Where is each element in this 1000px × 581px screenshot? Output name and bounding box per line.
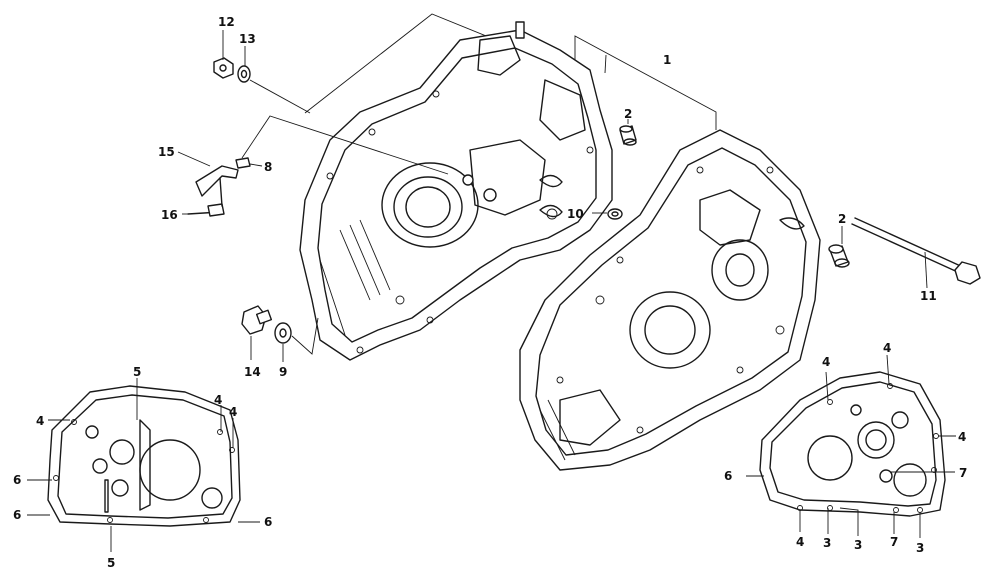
bolt-8 <box>235 115 449 175</box>
callout-4e: 4 <box>883 341 891 355</box>
washer-13 <box>237 46 311 114</box>
o-ring <box>607 208 623 220</box>
callout-9: 9 <box>279 365 287 379</box>
callout-14: 14 <box>244 365 261 379</box>
callout-4a: 4 <box>36 414 44 428</box>
dowel-pin-upper <box>619 125 637 146</box>
callout-8: 8 <box>264 160 272 174</box>
callout-6a: 6 <box>13 473 21 487</box>
callout-3a: 3 <box>823 536 831 550</box>
callout-labels: 1 2 2 3 3 3 4 4 4 4 4 4 4 5 5 6 6 6 6 7 … <box>13 15 967 570</box>
callout-6d: 6 <box>724 469 732 483</box>
right-crankcase-half <box>519 129 821 471</box>
bracket-15 <box>177 151 239 197</box>
callout-6b: 6 <box>13 508 21 522</box>
callout-5a: 5 <box>133 365 141 379</box>
nut-12 <box>213 30 234 79</box>
callout-7b: 7 <box>890 535 898 549</box>
callout-4c: 4 <box>229 405 237 419</box>
callout-16: 16 <box>161 208 178 222</box>
washer-9 <box>274 317 319 362</box>
bolt-16 <box>187 177 225 217</box>
callout-7a: 7 <box>959 466 967 480</box>
dowel-pin-lower <box>828 244 850 268</box>
callout-5b: 5 <box>107 556 115 570</box>
callout-3b: 3 <box>854 538 862 552</box>
right-case-cover-gasket <box>746 354 956 538</box>
callout-1: 1 <box>663 53 671 67</box>
drain-bolt-14 <box>241 305 273 360</box>
callout-4d: 4 <box>822 355 830 369</box>
left-crankcase-half <box>299 21 613 361</box>
long-bolt <box>851 217 981 289</box>
callout-4g: 4 <box>796 535 804 549</box>
part-1-bracket <box>304 13 717 130</box>
callout-12: 12 <box>218 15 235 29</box>
callout-6c: 6 <box>264 515 272 529</box>
callout-4f: 4 <box>958 430 966 444</box>
callout-3c: 3 <box>916 541 924 555</box>
callout-15: 15 <box>158 145 175 159</box>
callout-10: 10 <box>567 207 584 221</box>
callout-13: 13 <box>239 32 256 46</box>
callout-2b: 2 <box>838 212 846 226</box>
left-case-cover-gasket <box>27 378 260 552</box>
callout-4b: 4 <box>214 393 222 407</box>
callout-2a: 2 <box>624 107 632 121</box>
callout-11: 11 <box>920 289 937 303</box>
